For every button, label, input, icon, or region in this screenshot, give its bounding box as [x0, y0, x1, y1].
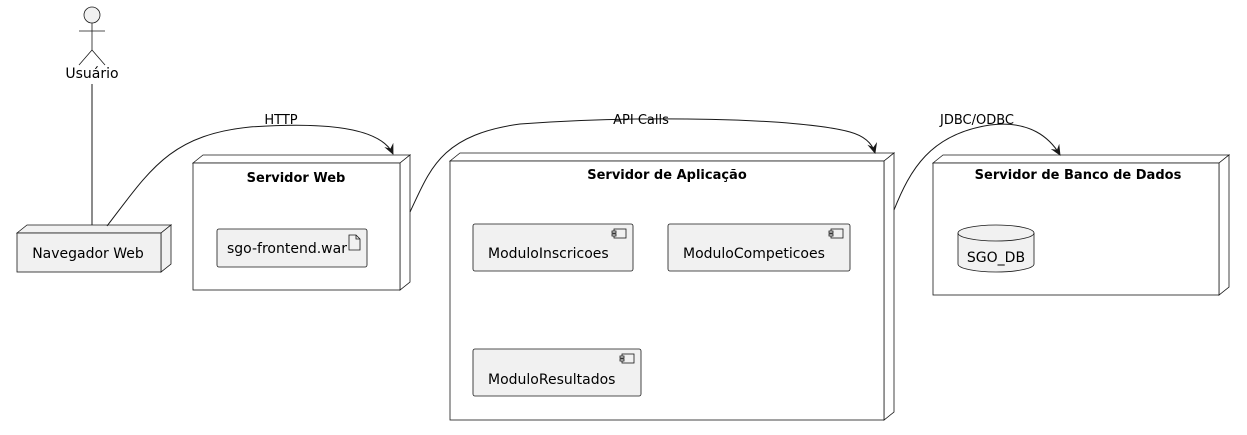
component-icon [828, 228, 844, 239]
component-icon [619, 353, 635, 364]
component-label: ModuloResultados [488, 372, 615, 388]
actor-head [83, 6, 101, 24]
node-servidor-banco-top [931, 154, 1231, 164]
actor-usuario: Usuário [65, 6, 119, 82]
connection-jdbc-label: JDBC/ODBC [939, 113, 1014, 128]
component-icon [611, 228, 627, 239]
node-servidor-aplicacao: Servidor de Aplicação ModuloInscricoes M… [448, 152, 896, 421]
database-label: SGO_DB [967, 250, 1025, 266]
connection-api-label: API Calls [613, 113, 669, 128]
actor-left-leg [78, 49, 93, 66]
node-servidor-web-side [399, 154, 411, 291]
database-icon [957, 224, 1035, 273]
connection-http-line [106, 124, 394, 227]
database-rim [957, 232, 1035, 242]
component-box [472, 348, 642, 397]
connection-http: HTTP [106, 113, 394, 227]
node-navegador-web: Navegador Web [15, 224, 173, 273]
connection-http-label: HTTP [264, 113, 297, 128]
node-servidor-banco-title: Servidor de Banco de Dados [975, 168, 1182, 183]
actor-label: Usuário [65, 66, 118, 82]
node-servidor-aplicacao-side [883, 152, 895, 421]
connection-api: API Calls [409, 113, 878, 213]
artifact-label: sgo-frontend.war [227, 241, 347, 257]
node-navegador-side [160, 224, 172, 273]
node-servidor-aplicacao-top [448, 152, 896, 162]
connection-api-line [409, 118, 878, 213]
connection-jdbc: JDBC/ODBC [893, 113, 1061, 211]
artifact-sgo-frontend: sgo-frontend.war [216, 228, 368, 268]
component-box [472, 223, 634, 272]
component-modulo-competicoes: ModuloCompeticoes [667, 223, 851, 272]
database-sgo-db: SGO_DB [957, 224, 1035, 273]
node-servidor-banco-side [1218, 154, 1230, 296]
actor-right-leg [91, 49, 106, 66]
connection-jdbc-line [893, 123, 1061, 211]
node-navegador-top [15, 224, 173, 234]
node-navegador-label: Navegador Web [32, 246, 144, 262]
component-label: ModuloCompeticoes [683, 246, 825, 262]
node-servidor-aplicacao-title: Servidor de Aplicação [587, 168, 747, 183]
node-servidor-web: Servidor Web sgo-frontend.war [191, 154, 412, 291]
node-servidor-web-title: Servidor Web [247, 171, 346, 186]
node-servidor-web-top [191, 154, 412, 164]
node-servidor-web-front [192, 162, 401, 291]
artifact-box [216, 228, 368, 268]
component-modulo-resultados: ModuloResultados [472, 348, 642, 397]
component-modulo-inscricoes: ModuloInscricoes [472, 223, 634, 272]
component-box [667, 223, 851, 272]
node-servidor-banco: Servidor de Banco de Dados SGO_DB [931, 154, 1231, 296]
component-label: ModuloInscricoes [488, 246, 609, 262]
file-icon [348, 234, 361, 251]
node-navegador-front [16, 232, 162, 273]
